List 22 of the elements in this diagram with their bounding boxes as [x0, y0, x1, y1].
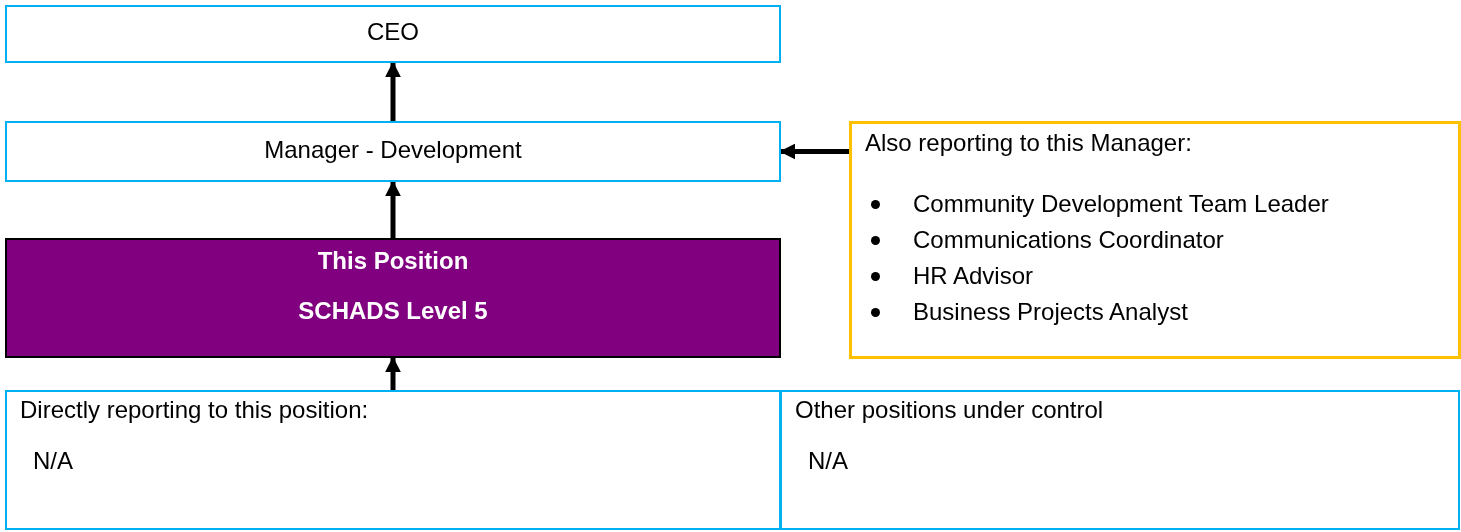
cell-heading: Directly reporting to this position:: [20, 396, 369, 424]
arrow: [385, 356, 401, 390]
highlighted-position-box: [5, 238, 781, 358]
list-item: HR Advisor: [913, 262, 1034, 290]
list-item: Business Projects Analyst: [913, 298, 1188, 326]
cell-value: N/A: [808, 447, 848, 475]
position-box: [5, 121, 781, 182]
position-title: Manager - Development: [263, 135, 523, 164]
cell-heading: Other positions under control: [795, 396, 1104, 424]
list-item: Community Development Team Leader: [913, 190, 1329, 218]
arrow: [385, 180, 401, 238]
position-level: SCHADS Level 5: [297, 297, 489, 325]
note-box: [849, 121, 1461, 359]
cell-value: N/A: [33, 447, 73, 475]
list-item: Communications Coordinator: [913, 226, 1224, 254]
arrow: [385, 61, 401, 121]
table-cell: [780, 390, 1460, 530]
note-heading: Also reporting to this Manager:: [865, 129, 1192, 157]
table-cell: [5, 390, 781, 530]
position-box: [5, 5, 781, 63]
position-title: CEO: [366, 18, 420, 46]
position-title: This Position: [316, 247, 470, 275]
